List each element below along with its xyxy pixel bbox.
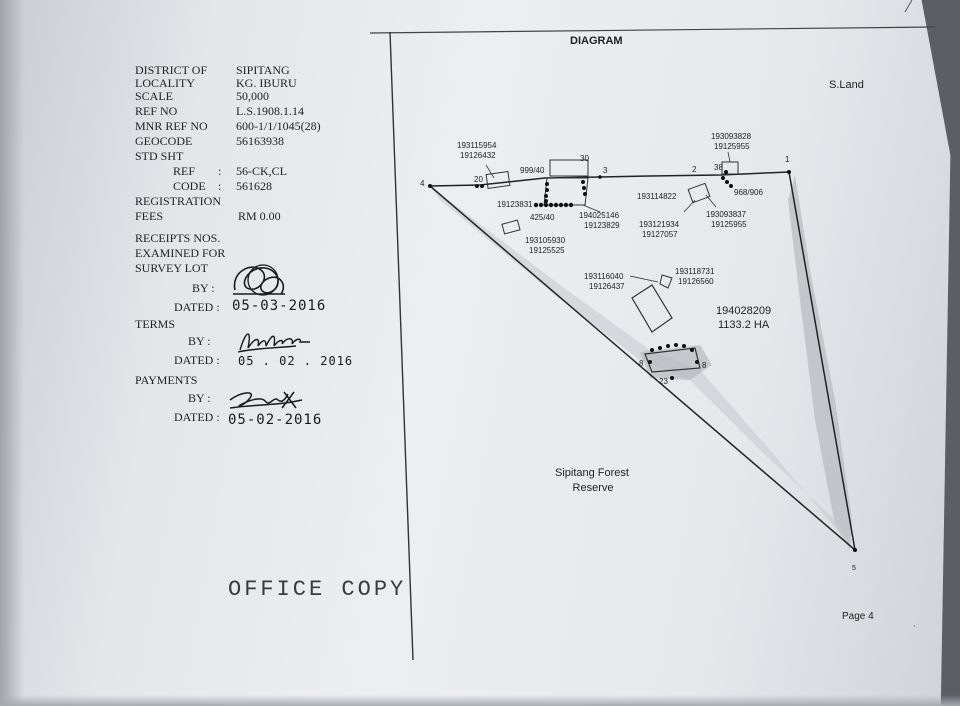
lot-193121934: 193121934 bbox=[639, 220, 680, 229]
lot-19126437: 19126437 bbox=[589, 282, 625, 291]
dated1-handwritten: 05-03-2016 bbox=[232, 298, 327, 314]
signature-1 bbox=[233, 264, 285, 296]
bearing-425: 425/40 bbox=[530, 213, 555, 222]
mnr-label: MNR REF NO bbox=[135, 119, 208, 133]
corner-1: 1 bbox=[785, 155, 790, 164]
by3-label: BY : bbox=[188, 391, 211, 405]
lot-193116040: 193116040 bbox=[584, 272, 624, 281]
main-lot-area: 1133.2 HA bbox=[718, 319, 770, 331]
lot-box-3 bbox=[549, 159, 589, 177]
lot-19126560: 19126560 bbox=[678, 277, 714, 286]
signature-2 bbox=[237, 333, 310, 353]
page-number: Page 4 bbox=[842, 611, 874, 622]
code-value: 561628 bbox=[236, 179, 272, 193]
page-mark: , bbox=[913, 619, 915, 628]
fees-label: FEES bbox=[135, 209, 164, 223]
terms-label: TERMS bbox=[135, 317, 176, 331]
signature-3 bbox=[229, 391, 303, 409]
district-value: SIPITANG bbox=[236, 63, 290, 77]
receipts-label: RECEIPTS NOS. bbox=[135, 231, 221, 245]
lot-19125525: 19125525 bbox=[529, 246, 565, 255]
lot-193118731: 193118731 bbox=[675, 267, 715, 276]
dated3-label: DATED : bbox=[174, 410, 220, 424]
code-label: CODE bbox=[173, 179, 206, 193]
diagram-left-border bbox=[389, 31, 414, 661]
lot-193105930: 193105930 bbox=[525, 236, 566, 245]
lot-box-7 bbox=[631, 284, 673, 333]
lot-box-5 bbox=[687, 182, 711, 204]
main-lot-boundary bbox=[428, 171, 857, 552]
lot-19123829: 19123829 bbox=[584, 221, 620, 230]
refno-label: REF NO bbox=[135, 104, 178, 118]
lot-193093828: 193093828 bbox=[711, 132, 752, 141]
forest-reserve-line1: Sipitang Forest bbox=[555, 467, 629, 479]
lot-19125955-b: 19125955 bbox=[711, 220, 747, 229]
lot-box-4 bbox=[501, 219, 521, 235]
locality-value: KG. IBURU bbox=[236, 76, 297, 90]
fees-value: RM 0.00 bbox=[238, 209, 281, 223]
corner-30: 30 bbox=[580, 154, 589, 163]
mnr-value: 600-1/1/1045(28) bbox=[236, 119, 321, 133]
district-label: DISTRICT OF bbox=[135, 63, 208, 77]
survey-lot-label: SURVEY LOT bbox=[135, 261, 208, 275]
scale-value: 50,000 bbox=[236, 89, 269, 103]
diagram-title: DIAGRAM bbox=[570, 35, 623, 47]
refno-value: L.S.1908.1.14 bbox=[236, 104, 305, 118]
corner-38: 38 bbox=[714, 163, 723, 172]
corner-5: 5 bbox=[852, 565, 856, 572]
corner-2: 2 bbox=[692, 165, 697, 174]
lot-19127057: 19127057 bbox=[642, 230, 678, 239]
lot-box-1 bbox=[485, 170, 511, 190]
lot-193115954: 193115954 bbox=[457, 141, 497, 150]
page-fold-shadow bbox=[0, 695, 960, 706]
by1-label: BY : bbox=[192, 281, 215, 295]
locality-label: LOCALITY bbox=[135, 76, 195, 90]
boundary-shading-right bbox=[788, 175, 852, 550]
dated3-handwritten: 05-02-2016 bbox=[228, 412, 323, 428]
lot-box-8 bbox=[659, 274, 673, 289]
examined-label: EXAMINED FOR bbox=[135, 246, 226, 260]
lot-box-9 bbox=[644, 347, 701, 373]
lot-193114822: 193114822 bbox=[637, 192, 677, 201]
code-colon: : bbox=[218, 179, 222, 193]
diagram-top-border bbox=[369, 26, 936, 34]
corner-8-right: 8 bbox=[702, 361, 707, 370]
dated2-handwritten: 05 . 02 . 2016 bbox=[238, 354, 354, 368]
ref-colon: : bbox=[218, 164, 222, 178]
corner-8-left: 8 bbox=[639, 359, 644, 368]
page-edge-shadow bbox=[0, 0, 24, 706]
corner-23: 23 bbox=[659, 377, 668, 386]
scale-label: SCALE bbox=[135, 89, 174, 103]
ref-value: 56-CK,CL bbox=[236, 164, 287, 178]
dated1-label: DATED : bbox=[174, 300, 220, 314]
lot-19126432: 19126432 bbox=[460, 151, 496, 160]
office-copy-stamp: OFFICE COPY bbox=[228, 577, 407, 602]
page-corner-mark bbox=[904, 0, 913, 13]
lot-19123831: 19123831 bbox=[497, 200, 533, 209]
lot-194025146: 194025146 bbox=[579, 211, 620, 220]
bearing-968: 968/906 bbox=[734, 188, 763, 197]
corner-20: 20 bbox=[474, 175, 483, 184]
geocode-value: 56163938 bbox=[236, 134, 284, 148]
s-land-label: S.Land bbox=[829, 79, 864, 91]
bearing-999: 999/40 bbox=[520, 166, 545, 175]
payments-label: PAYMENTS bbox=[135, 373, 198, 387]
by2-label: BY : bbox=[188, 334, 211, 348]
geocode-label: GEOCODE bbox=[135, 134, 193, 148]
stdsht-label: STD SHT bbox=[135, 149, 184, 163]
main-lot-number: 194028209 bbox=[716, 305, 771, 317]
leader-lines bbox=[485, 151, 731, 283]
forest-reserve-line2: Reserve bbox=[573, 482, 614, 494]
ref-label: REF bbox=[173, 164, 196, 178]
lot-193093837: 193093837 bbox=[706, 210, 747, 219]
traverse-points bbox=[428, 170, 857, 552]
corner-4: 4 bbox=[420, 179, 425, 188]
lot-19125955-a: 19125955 bbox=[714, 142, 750, 151]
corner-3: 3 bbox=[603, 166, 608, 175]
registration-label: REGISTRATION bbox=[135, 194, 221, 208]
dated2-label: DATED : bbox=[174, 353, 220, 367]
